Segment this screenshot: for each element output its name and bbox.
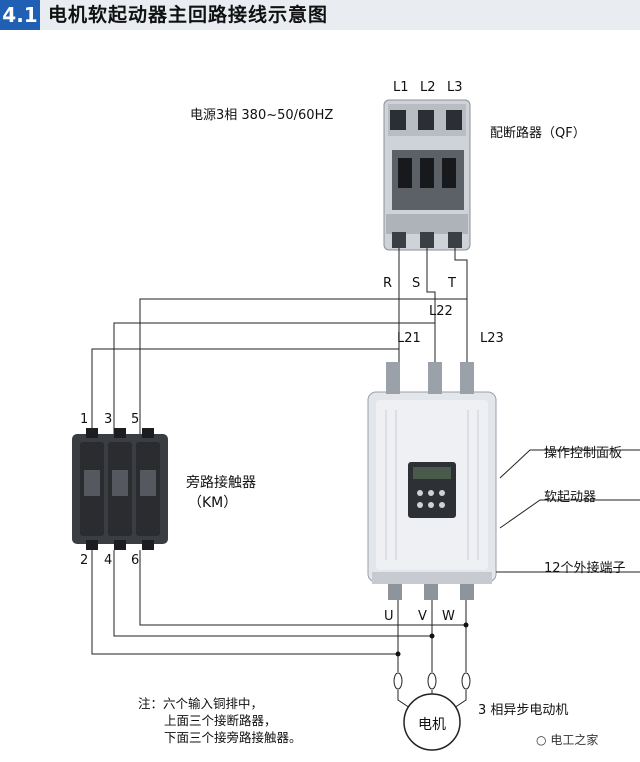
output-r-label: R xyxy=(383,276,393,291)
contactor-terminal-4: 4 xyxy=(104,553,113,568)
output-v-label: V xyxy=(418,609,427,624)
panel-label: 操作控制面板 xyxy=(544,446,623,461)
phase-l3-label: L3 xyxy=(447,80,463,95)
wechat-icon: ○ xyxy=(536,733,547,747)
section-number: 4.1 xyxy=(0,0,40,30)
motor-description: 3 相异步电动机 xyxy=(478,703,569,718)
phase-l2-label: L2 xyxy=(420,80,436,95)
operation-panel xyxy=(408,462,456,518)
watermark-text: 电工之家 xyxy=(550,733,599,747)
contactor-terminal-1: 1 xyxy=(80,412,89,427)
wire-l22-label: L22 xyxy=(429,304,453,319)
wire-l23-label: L23 xyxy=(480,331,504,346)
contactor-terminal-2: 2 xyxy=(80,553,89,568)
circuit-breaker xyxy=(383,99,471,251)
contactor-terminal-6: 6 xyxy=(131,553,140,568)
contactor-label: 旁路接触器 xyxy=(186,475,256,491)
contactor-terminal-3: 3 xyxy=(104,412,113,427)
motor-symbol xyxy=(403,693,461,751)
phase-l1-label: L1 xyxy=(393,80,409,95)
terminals-label: 12个外接端子 xyxy=(544,561,626,576)
breaker-label: 配断路器（QF） xyxy=(490,126,586,141)
bypass-contactor xyxy=(72,428,168,550)
page-title: 电机软起动器主回路接线示意图 xyxy=(48,4,329,26)
watermark: ○ 电工之家 xyxy=(536,731,598,748)
wiring-note: 注：六个输入铜排中， 上面三个接断路器， 下面三个接旁路接触器。 xyxy=(138,695,302,746)
soft-starter-label: 软起动器 xyxy=(544,490,597,505)
motor-label: 电机 xyxy=(418,717,446,733)
contactor-terminal-5: 5 xyxy=(131,412,140,427)
junction-dots xyxy=(395,622,469,657)
note-line-2: 上面三个接断路器， xyxy=(164,713,277,728)
note-line-3: 下面三个接旁路接触器。 xyxy=(164,730,302,745)
output-w-label: W xyxy=(442,609,455,624)
motor-terminals xyxy=(393,672,471,690)
wire-l21-label: L21 xyxy=(397,331,421,346)
note-line-1: 注：六个输入铜排中， xyxy=(138,696,264,711)
header-bar: 4.1 电机软起动器主回路接线示意图 xyxy=(0,0,640,30)
output-s-label: S xyxy=(412,276,421,291)
wiring-lines xyxy=(91,248,640,713)
output-u-label: U xyxy=(384,609,394,624)
contactor-code-label: （KM） xyxy=(188,495,238,511)
power-supply-label: 电源3相 380~50/60HZ xyxy=(190,108,334,123)
output-t-label: T xyxy=(448,276,456,291)
